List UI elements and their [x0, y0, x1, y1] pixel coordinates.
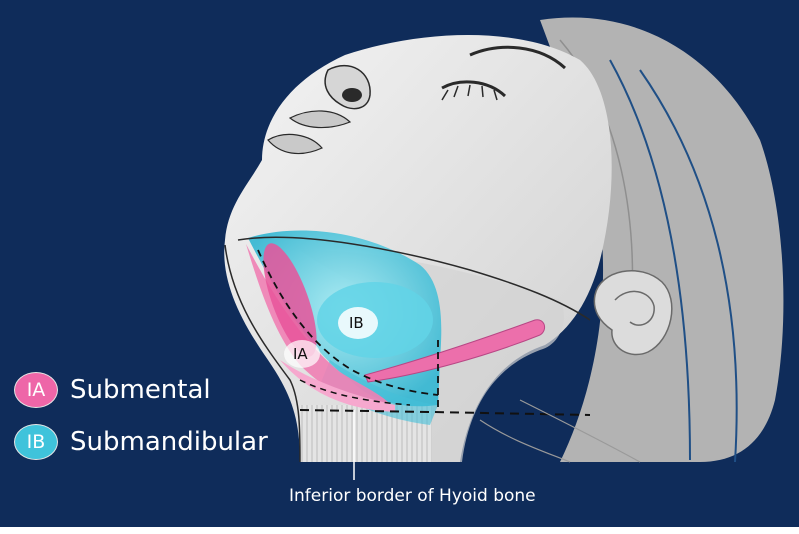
legend-item-submental: IA Submental [14, 372, 211, 408]
legend-item-submandibular: IB Submandibular [14, 424, 268, 460]
submental-label: Submental [70, 375, 211, 405]
hyoid-caption: Inferior border of Hyoid bone [289, 486, 536, 506]
submental-badge: IA [14, 372, 58, 408]
nostril [342, 88, 362, 102]
ia-region-label: IA [293, 345, 308, 363]
ib-region-label: IB [349, 314, 364, 332]
submandibular-label: Submandibular [70, 427, 268, 457]
submandibular-badge: IB [14, 424, 58, 460]
bottom-strip [0, 527, 799, 534]
